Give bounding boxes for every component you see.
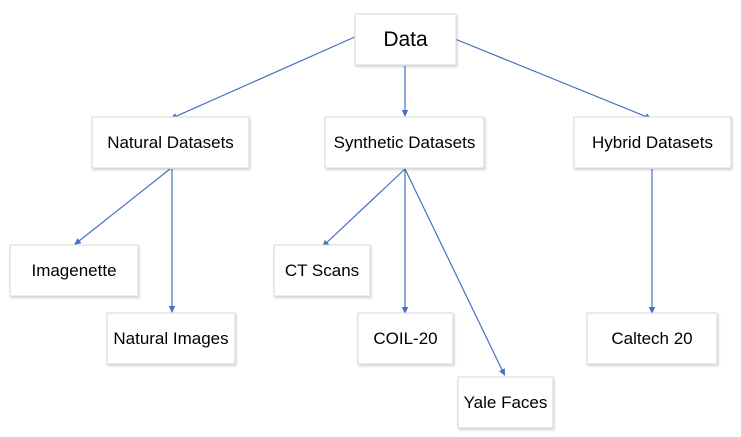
- node-natural-datasets: Natural Datasets: [91, 116, 250, 169]
- arrowhead-icon: [648, 307, 656, 314]
- edge-natural-to-imagenette: [74, 168, 171, 245]
- arrowhead-icon: [401, 307, 409, 314]
- node-yale-faces-label: Yale Faces: [464, 393, 548, 412]
- node-yale-faces: Yale Faces: [457, 376, 554, 429]
- edge-line: [78, 168, 171, 242]
- edge-data-to-synthetic: [401, 66, 409, 117]
- edge-data-to-hybrid: [454, 38, 652, 120]
- node-hybrid-datasets: Hybrid Datasets: [573, 116, 732, 169]
- edge-synthetic-to-ct_scans: [322, 168, 406, 247]
- arrowhead-icon: [168, 306, 176, 313]
- node-data: Data: [354, 13, 457, 66]
- node-imagenette: Imagenette: [9, 244, 139, 297]
- node-ct-scans-label: CT Scans: [285, 261, 359, 280]
- edges-layer: [74, 35, 656, 376]
- arrowhead-icon: [499, 368, 505, 376]
- edge-line: [325, 168, 406, 244]
- node-ct-scans: CT Scans: [273, 244, 371, 297]
- node-synthetic-datasets-label: Synthetic Datasets: [334, 133, 476, 152]
- edge-data-to-natural: [170, 35, 358, 120]
- node-synthetic-datasets: Synthetic Datasets: [324, 116, 485, 169]
- node-data-label: Data: [383, 28, 428, 51]
- edge-synthetic-to-coil20: [401, 169, 409, 314]
- edge-line: [404, 168, 504, 372]
- edge-synthetic-to-yale_faces: [404, 168, 505, 376]
- node-caltech-20: Caltech 20: [586, 312, 718, 365]
- node-natural-datasets-label: Natural Datasets: [107, 133, 234, 152]
- node-imagenette-label: Imagenette: [31, 261, 116, 280]
- arrowhead-icon: [74, 238, 82, 245]
- edge-hybrid-to-caltech20: [648, 169, 656, 314]
- edge-line: [174, 35, 358, 118]
- node-coil-20: COIL-20: [357, 312, 454, 365]
- node-coil-20-label: COIL-20: [373, 329, 437, 348]
- node-natural-images: Natural Images: [106, 312, 236, 365]
- edge-natural-to-natural_images: [168, 169, 176, 313]
- node-caltech-20-label: Caltech 20: [611, 329, 692, 348]
- node-natural-images-label: Natural Images: [113, 329, 228, 348]
- node-hybrid-datasets-label: Hybrid Datasets: [592, 133, 713, 152]
- arrowhead-icon: [401, 110, 409, 117]
- edge-line: [454, 38, 648, 118]
